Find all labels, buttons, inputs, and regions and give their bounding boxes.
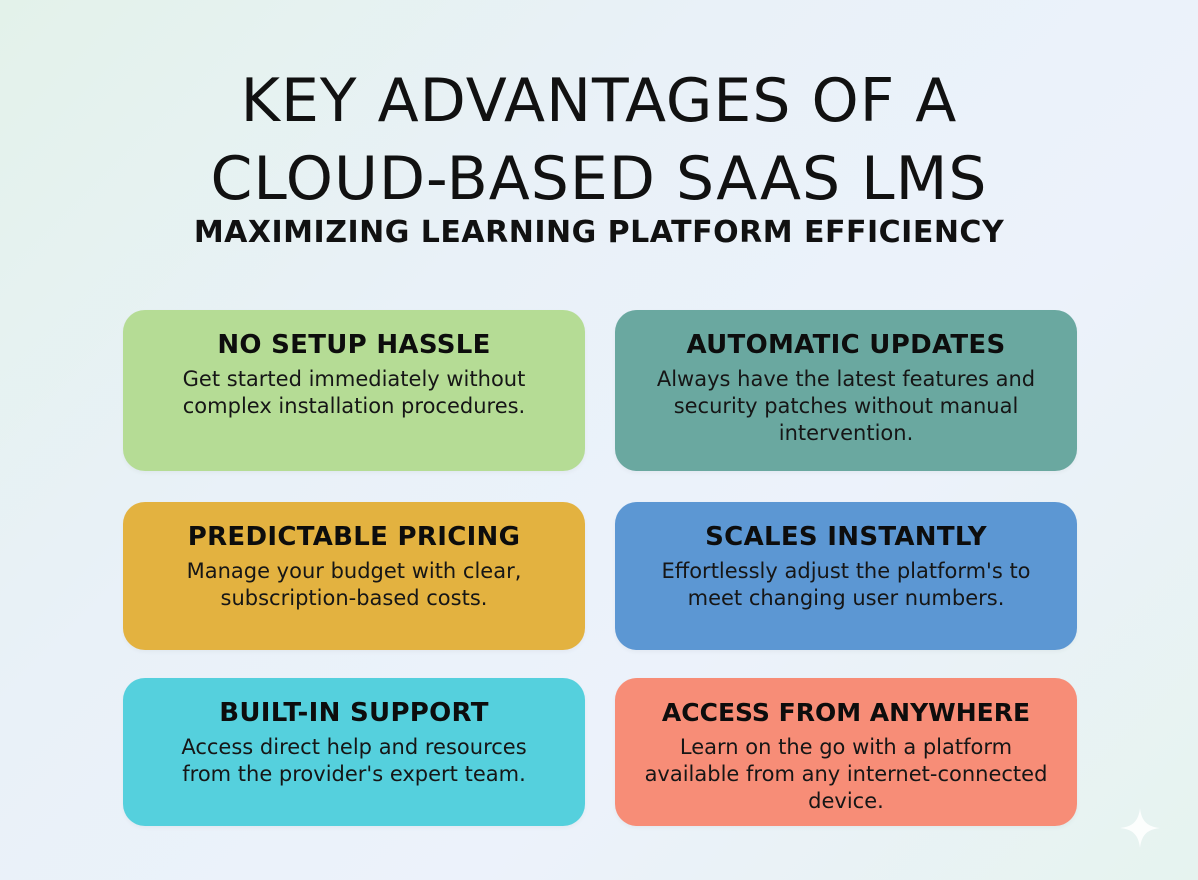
page-title: KEY ADVANTAGES OF A CLOUD-BASED SAAS LMS [0,62,1198,218]
card-heading: SCALES INSTANTLY [705,522,987,552]
advantage-card-scales-instantly: SCALES INSTANTLY Effortlessly adjust the… [615,502,1077,650]
advantage-card-built-in-support: BUILT-IN SUPPORT Access direct help and … [123,678,585,826]
card-description: Manage your budget with clear, subscript… [186,559,522,610]
advantage-card-access-from-anywhere: ACCESS FROM ANYWHERE Learn on the go wit… [615,678,1077,826]
card-heading: AUTOMATIC UPDATES [686,330,1006,360]
card-description: Get started immediately without complex … [182,367,526,418]
page-title-line-1: KEY ADVANTAGES OF A [240,66,958,136]
card-description: Always have the latest features and secu… [656,367,1036,445]
sparkle-icon [1120,808,1160,848]
page-title-line-2: CLOUD-BASED SAAS LMS [210,144,988,214]
card-heading: BUILT-IN SUPPORT [219,698,489,728]
card-description: Access direct help and resources from th… [181,735,527,786]
advantage-card-no-setup-hassle: NO SETUP HASSLE Get started immediately … [123,310,585,471]
card-description: Learn on the go with a platform availabl… [644,735,1048,813]
page-subtitle: MAXIMIZING LEARNING PLATFORM EFFICIENCY [193,215,1005,250]
advantage-card-predictable-pricing: PREDICTABLE PRICING Manage your budget w… [123,502,585,650]
card-description: Effortlessly adjust the platform's to me… [661,559,1031,610]
advantage-card-automatic-updates: AUTOMATIC UPDATES Always have the latest… [615,310,1077,471]
card-heading: ACCESS FROM ANYWHERE [661,698,1031,727]
card-heading: NO SETUP HASSLE [217,330,491,360]
card-heading: PREDICTABLE PRICING [187,522,521,552]
